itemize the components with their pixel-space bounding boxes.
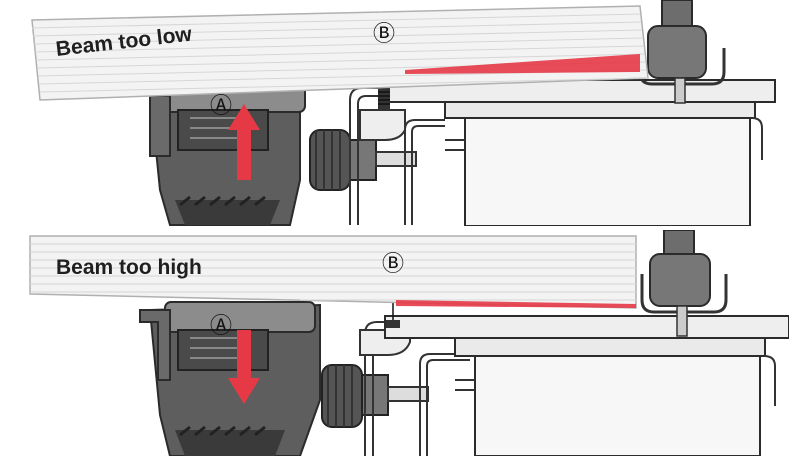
beam-too-low-panel: Beam too low Ⓐ Ⓑ — [0, 0, 789, 226]
adjust-arrow-up — [228, 104, 260, 180]
beam-too-high-illustration — [29, 230, 789, 456]
headlamp-unit — [148, 80, 306, 226]
pole-clamp — [640, 230, 728, 337]
callout-a: Ⓐ — [210, 94, 233, 119]
callout-b: Ⓑ — [373, 22, 396, 47]
support-box — [464, 109, 751, 226]
rail — [384, 315, 789, 339]
callout-b: Ⓑ — [382, 252, 405, 277]
callout-a: Ⓐ — [210, 314, 233, 339]
panel-title: Beam too high — [56, 256, 202, 279]
light-beam-board — [31, 5, 649, 101]
beam-too-low-illustration — [31, 0, 776, 226]
light-beam-board — [29, 235, 637, 309]
support-box — [474, 347, 761, 456]
beam-too-high-panel: Beam too high Ⓐ Ⓑ — [0, 230, 789, 456]
beam-deviation-wedge — [396, 300, 636, 308]
beam-deviation-wedge — [405, 54, 640, 74]
adjusting-knob — [321, 364, 429, 428]
adjust-arrow-down — [228, 330, 260, 404]
